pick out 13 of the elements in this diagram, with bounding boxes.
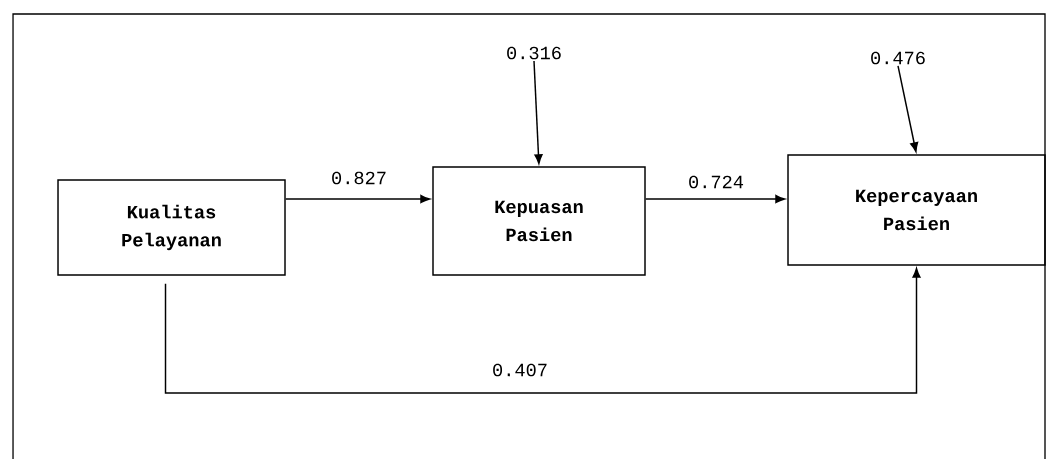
edge-label: 0.827 — [329, 170, 389, 186]
variable-box: Kepercayaan Pasien — [787, 154, 1046, 266]
arrow — [533, 60, 543, 165]
arrow — [285, 194, 431, 204]
arrow — [645, 194, 786, 204]
coefficient-label: 0.316 — [507, 46, 561, 60]
arrow — [164, 267, 921, 394]
arrow — [897, 65, 919, 153]
variable-box: Kualitas Pelayanan — [57, 179, 286, 276]
edge-label: 0.724 — [686, 174, 746, 190]
variable-box: Kepuasan Pasien — [432, 166, 646, 276]
coefficient-label: 0.476 — [871, 51, 925, 65]
edge-label: 0.407 — [490, 362, 550, 378]
